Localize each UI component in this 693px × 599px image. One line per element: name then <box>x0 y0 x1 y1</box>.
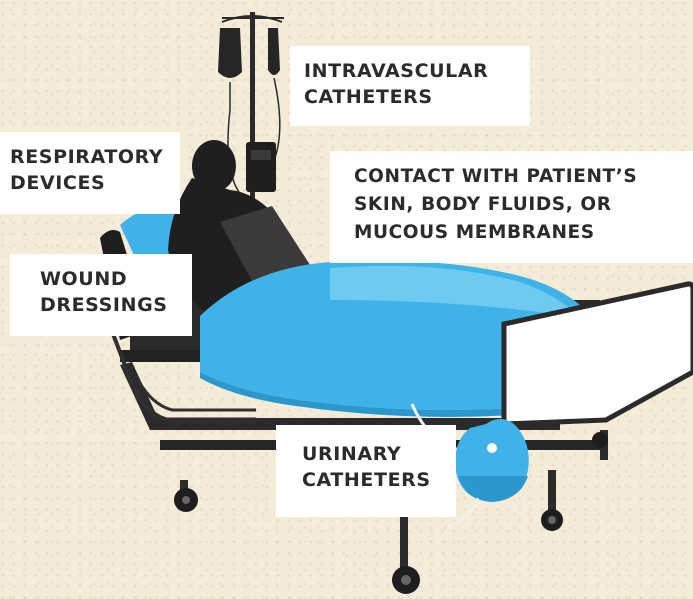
label-line: DRESSINGS <box>40 292 178 318</box>
iv-bag-left <box>218 28 242 110</box>
label-line: INTRAVASCULAR <box>304 58 516 84</box>
label-intravascular-catheters: INTRAVASCULAR CATHETERS <box>290 46 530 126</box>
label-wound-dressings: WOUND DRESSINGS <box>10 254 192 336</box>
label-line: CATHETERS <box>304 84 516 110</box>
label-line: SKIN, BODY FLUIDS, OR <box>354 191 679 219</box>
label-line: MUCOUS MEMBRANES <box>354 219 679 247</box>
label-line: CONTACT WITH PATIENT’S <box>354 163 679 191</box>
label-line: DEVICES <box>10 170 166 196</box>
label-urinary-catheters: URINARY CATHETERS <box>276 425 456 517</box>
label-line: WOUND <box>40 266 178 292</box>
label-contact-with-patient: CONTACT WITH PATIENT’S SKIN, BODY FLUIDS… <box>330 151 693 263</box>
infusion-pump <box>246 142 276 192</box>
label-respiratory-devices: RESPIRATORY DEVICES <box>0 132 180 214</box>
label-line: RESPIRATORY <box>10 144 166 170</box>
label-line: URINARY <box>302 441 442 467</box>
label-line: CATHETERS <box>302 467 442 493</box>
